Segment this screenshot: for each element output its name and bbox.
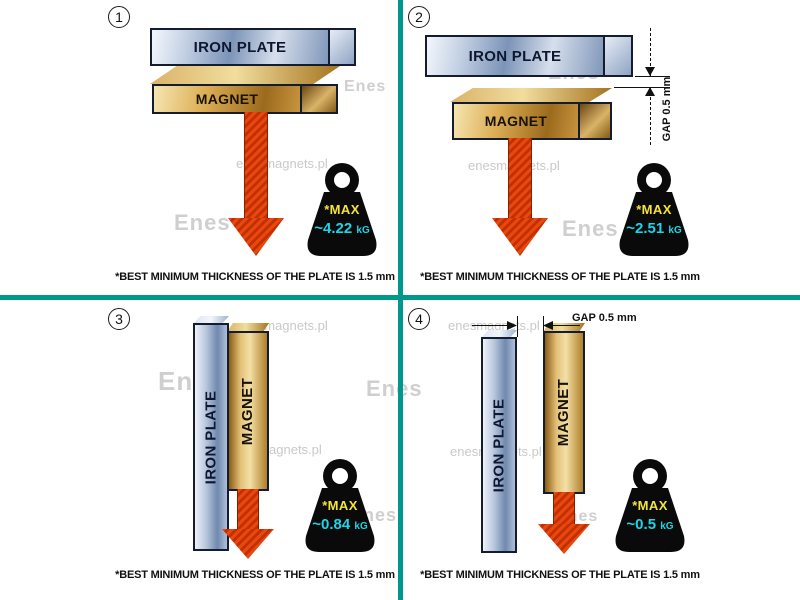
force-arrow-shaft [553,492,575,524]
watermark-brand: Enes [174,210,231,235]
force-value: ~0.5 kG [626,516,674,533]
iron-plate: IRON PLATE [481,337,517,553]
weight-icon: *MAX ~0.84 kG [298,458,382,554]
weight-icon: *MAX ~4.22 kG [300,162,384,258]
magnet: MAGNET [152,84,302,114]
iron-plate: IRON PLATE [150,28,330,66]
force-arrow-shaft [508,138,532,218]
kettlebell-icon [615,459,685,552]
watermark-brand: Enes [562,216,619,241]
max-label: *MAX [632,498,668,513]
footnote: *BEST MINIMUM THICKNESS OF THE PLATE IS … [420,569,700,581]
force-arrow-shaft [237,489,259,529]
weight-icon: *MAX ~0.5 kG [608,458,692,554]
gap-extension-line [635,76,670,77]
kettlebell-icon [619,163,689,256]
max-label: *MAX [324,202,360,217]
iron-plate: IRON PLATE [193,323,229,551]
iron-plate-label: IRON PLATE [468,47,562,65]
magnet-label: MAGNET [195,91,259,107]
magnet-label: MAGNET [239,377,257,445]
gap-extension-line [614,87,670,88]
panel-number-badge: 4 [408,308,430,330]
panel-4: 4 GAP 0.5 mm IRON PLATE MAGNET *MAX ~0.5… [400,300,800,600]
gap-arrow-down [645,67,655,76]
force-arrow-head [222,529,274,559]
watermark-brand: Enes [344,78,387,95]
gap-dimension-line [650,28,651,76]
panel-number-badge: 3 [108,308,130,330]
magnet-top-face [150,66,340,84]
gap-dimension-line [472,325,515,326]
magnet: MAGNET [452,102,580,140]
magnet: MAGNET [227,331,269,491]
gap-arrow-right [507,321,517,330]
footnote: *BEST MINIMUM THICKNESS OF THE PLATE IS … [115,569,395,581]
grid-divider-vertical [398,0,403,600]
magnet-top-face [543,323,585,332]
footnote: *BEST MINIMUM THICKNESS OF THE PLATE IS … [115,271,395,283]
magnet-top-face [227,323,269,332]
force-value: ~4.22 kG [314,220,370,237]
magnet-label: MAGNET [555,378,573,447]
magnet-end-face [300,84,338,114]
kettlebell-icon [305,459,375,552]
panel-2: 2 IRON PLATE MAGNET GAP 0.5 mm *MAX ~2.5… [400,0,800,295]
iron-plate-top-face [481,330,517,338]
iron-plate-end-face [328,28,356,66]
gap-label: GAP 0.5 mm [661,76,673,142]
max-label: *MAX [636,202,672,217]
iron-plate-label: IRON PLATE [490,398,508,492]
iron-plate-top-face [193,316,229,324]
iron-plate-end-face [603,35,633,77]
force-value: ~2.51 kG [626,220,682,237]
force-value: ~0.84 kG [312,516,368,533]
magnet-top-face [450,88,612,102]
panel-number-badge: 2 [408,6,430,28]
panel-1: 1 IRON PLATE MAGNET *MAX ~4.22 kG *BEST … [0,0,398,295]
grid-divider-horizontal [0,295,800,300]
magnet-end-face [578,102,612,140]
force-arrow-head [538,524,590,554]
force-arrow-shaft [244,112,268,218]
panel-3: 3 IRON PLATE MAGNET *MAX ~0.84 kG *BEST … [0,300,398,600]
gap-label: GAP 0.5 mm [572,312,637,324]
watermark-brand: Enes [366,376,423,401]
iron-plate-label: IRON PLATE [202,390,220,484]
iron-plate-label: IRON PLATE [193,38,287,56]
gap-extension-line [543,316,544,331]
gap-arrow-up [645,87,655,96]
gap-dimension-line [650,87,651,145]
kettlebell-icon [307,163,377,256]
footnote: *BEST MINIMUM THICKNESS OF THE PLATE IS … [420,271,700,283]
iron-plate: IRON PLATE [425,35,605,77]
weight-icon: *MAX ~2.51 kG [612,162,696,258]
gap-dimension-line [553,325,580,326]
gap-arrow-left [543,321,553,330]
max-label: *MAX [322,498,358,513]
gap-extension-line [517,316,518,337]
force-arrow-head [492,218,548,256]
magnet-label: MAGNET [484,113,548,129]
magnet: MAGNET [543,331,585,494]
force-arrow-head [228,218,284,256]
panel-number-badge: 1 [108,6,130,28]
